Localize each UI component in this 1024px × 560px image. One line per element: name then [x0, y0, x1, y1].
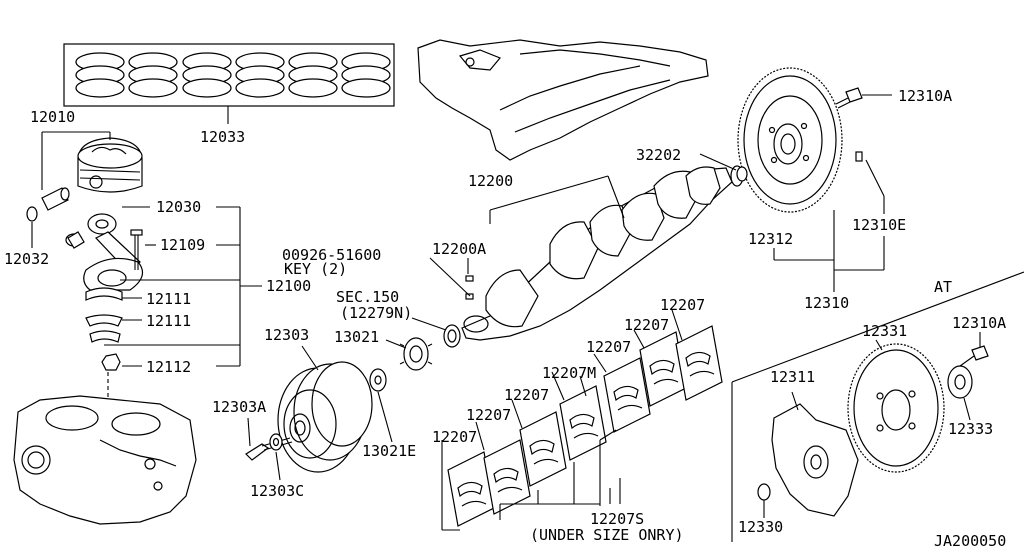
piston-ring	[75, 52, 391, 98]
label-13021: 13021	[334, 328, 379, 346]
label-12200A: 12200A	[432, 240, 486, 258]
label-12207S: 12207S	[590, 510, 644, 528]
crankshaft-pulley[interactable]	[277, 361, 373, 473]
label-12109: 12109	[160, 236, 205, 254]
crank-sprocket-key[interactable]	[465, 275, 474, 282]
rod-nut[interactable]	[101, 353, 121, 371]
connecting-rod[interactable]	[83, 213, 144, 291]
reinforcement-plate[interactable]	[771, 403, 859, 517]
label-key-2: KEY (2)	[284, 260, 347, 278]
label-12310A-mt: 12310A	[898, 87, 952, 105]
label-12310A-at: 12310A	[952, 314, 1006, 332]
label-12032: 12032	[4, 250, 49, 268]
label-12311: 12311	[770, 368, 815, 386]
label-12207-bearing-3: 12207	[504, 386, 549, 404]
dowel-pin[interactable]	[855, 151, 863, 162]
rod-bearing-upper[interactable]	[85, 287, 123, 301]
pulley-washer[interactable]	[369, 368, 387, 392]
label-12207-bearing-5: 12207	[624, 316, 669, 334]
flywheel-bolt[interactable]	[835, 87, 863, 109]
engine-block	[417, 39, 709, 161]
cylinder-block	[13, 395, 197, 525]
flywheel[interactable]	[737, 67, 843, 213]
front-oil-seal[interactable]	[443, 324, 461, 348]
label-13021E: 13021E	[362, 442, 416, 460]
label-12303C: 12303C	[250, 482, 304, 500]
snap-ring[interactable]	[26, 206, 38, 222]
main-bearing-set[interactable]	[447, 325, 723, 527]
rod-bearing-lower[interactable]	[85, 314, 123, 343]
label-12310E: 12310E	[852, 216, 906, 234]
drive-plate-bolt[interactable]	[959, 345, 989, 367]
label-12111-upper: 12111	[146, 290, 191, 308]
label-12033: 12033	[200, 128, 245, 146]
at-pilot-collar[interactable]	[757, 483, 771, 501]
label-00926-51600: 00926-51600	[282, 246, 381, 264]
label-12112: 12112	[146, 358, 191, 376]
label-12330: 12330	[738, 518, 783, 536]
rod-bushing[interactable]	[65, 231, 85, 249]
drive-plate-spacer[interactable]	[947, 365, 973, 399]
label-12331: 12331	[862, 322, 907, 340]
label-12100: 12100	[266, 277, 311, 295]
pilot-bushing[interactable]	[736, 166, 748, 182]
label-12333: 12333	[948, 420, 993, 438]
crank-key[interactable]	[465, 293, 474, 300]
piston-pin[interactable]	[41, 187, 70, 211]
drive-plate[interactable]	[847, 343, 945, 473]
label-12207-bearing-2: 12207	[466, 406, 511, 424]
label-32202: 32202	[636, 146, 681, 164]
crank-sprocket[interactable]	[399, 337, 433, 371]
rod-bolt[interactable]	[130, 229, 143, 270]
label-12279N: (12279N)	[340, 304, 412, 322]
label-12200: 12200	[468, 172, 513, 190]
label-under-size-only: (UNDER SIZE ONRY)	[530, 526, 684, 544]
pulley-bolt-washer[interactable]	[269, 433, 283, 451]
piston-ring-set[interactable]	[63, 43, 395, 124]
label-12010: 12010	[30, 108, 75, 126]
label-12310: 12310	[804, 294, 849, 312]
crankshaft[interactable]	[461, 165, 744, 341]
label-12303: 12303	[264, 326, 309, 344]
label-12207M: 12207M	[542, 364, 596, 382]
label-12030: 12030	[156, 198, 201, 216]
label-12207-bearing-1: 12207	[432, 428, 477, 446]
label-12207-bearing-4: 12207	[586, 338, 631, 356]
label-at: AT	[934, 278, 952, 296]
label-12303A: 12303A	[212, 398, 266, 416]
piston[interactable]	[77, 137, 143, 193]
label-12111-lower: 12111	[146, 312, 191, 330]
label-12207-bearing-6: 12207	[660, 296, 705, 314]
label-12312: 12312	[748, 230, 793, 248]
diagram-reference-code: JA200050	[934, 532, 1006, 550]
label-sec-150: SEC.150	[336, 288, 399, 306]
at-section-divider	[731, 271, 1024, 542]
